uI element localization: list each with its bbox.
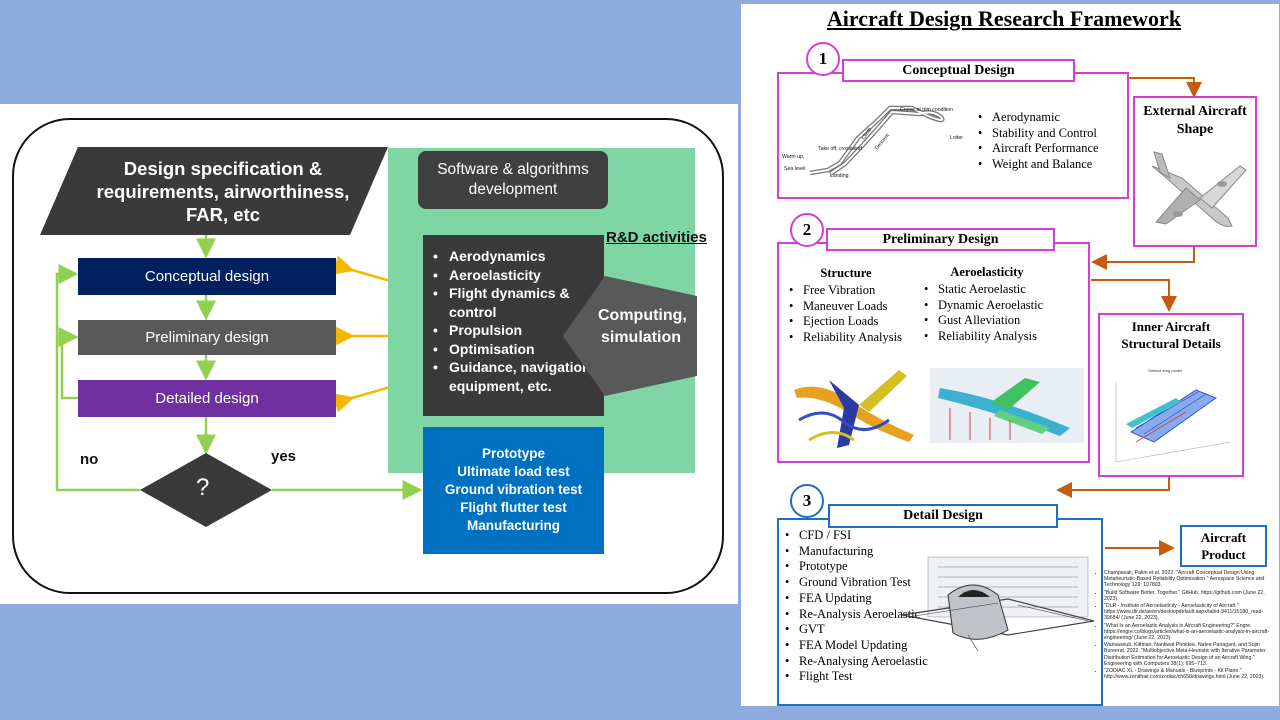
aircraft-product-box: Aircraft Product <box>1180 525 1267 567</box>
loop-detailed-to-preliminary <box>58 327 79 400</box>
reference-item: Wansaseub, Kittinan, Nantiwat Pholdee, N… <box>1104 642 1270 667</box>
activity-label: Propulsion <box>449 322 523 338</box>
activity-item: •Aerodynamics <box>433 248 546 264</box>
conceptual-bullet: Stability and Control <box>978 126 1126 142</box>
detailed-design-box: Detailed design <box>78 380 336 417</box>
loop-no-to-conceptual <box>55 264 140 492</box>
spec-text: Design specification & requirements, air… <box>96 157 350 225</box>
prototype-item: Ground vibration test <box>444 482 583 497</box>
arrow-external-to-preliminary <box>1091 247 1195 270</box>
inner-structure-title: Inner Aircraft Structural Details <box>1121 319 1221 351</box>
aeroelasticity-item: Gust Alleviation <box>924 313 1084 329</box>
yes-label: yes <box>271 448 297 465</box>
aeroelasticity-item: Static Aeroelastic <box>924 282 1084 298</box>
aeroelasticity-list: Static Aeroelastic Dynamic Aeroelastic G… <box>924 282 1084 344</box>
detail-stage-title: Detail Design <box>828 504 1058 528</box>
arrow-preliminary-to-inner <box>1091 279 1177 312</box>
detail-item: GVT <box>785 622 945 638</box>
structure-title: Structure <box>820 266 872 280</box>
framework-title: Aircraft Design Research Framework <box>826 6 1182 31</box>
detail-item: Ground Vibration Test <box>785 575 945 591</box>
references: Champasak, Pakin et al. 2022. "Aircraft … <box>1098 570 1270 681</box>
activity-item: •Optimisation <box>433 340 535 357</box>
detail-item: Re-Analysis Aeroelastic <box>785 607 945 623</box>
vibration-mode-image <box>794 370 914 448</box>
reference-item: "What Is an Aeroelastic Analysis in Airc… <box>1104 623 1270 642</box>
structure-list: Free Vibration Maneuver Loads Ejection L… <box>789 283 919 345</box>
computing-text: Computing, simulation <box>598 307 687 346</box>
activity-label: Aerodynamics <box>449 248 546 264</box>
structure-item: Free Vibration <box>789 283 919 299</box>
mission-label-descent: Descent <box>874 132 891 151</box>
aeroelastic-analysis-image <box>930 368 1084 443</box>
reference-item: "DLR - Institute of Aeroelasticity - Aer… <box>1104 603 1270 622</box>
computing-arrow-shape <box>563 276 697 396</box>
aeroelasticity-item: Dynamic Aeroelastic <box>924 298 1084 314</box>
detail-list: CFD / FSI Manufacturing Prototype Ground… <box>785 528 945 685</box>
activity-label: Optimisation <box>449 340 535 357</box>
detail-item: Re-Analysing Aeroelastic <box>785 654 945 670</box>
inner-structure-box <box>1098 313 1244 477</box>
software-box: Software & algorithms development <box>418 151 608 209</box>
conceptual-stage-box <box>777 72 1129 199</box>
mission-label-loiter: Loiter <box>950 135 963 141</box>
mission-label-takeoff: Take off, crosswind <box>818 146 862 152</box>
decision-label: ? <box>196 474 210 501</box>
mission-label-landing: Landing <box>830 173 849 179</box>
reference-item: Champasak, Pakin et al. 2022. "Aircraft … <box>1104 570 1270 589</box>
mission-label-warmup: Warm up, <box>782 154 804 160</box>
mission-profile-graph: Cruise at trim condition Loiter Climb De… <box>782 105 963 179</box>
arrow-inner-to-detail <box>1056 477 1170 498</box>
conceptual-stage-title: Conceptual Design <box>842 59 1075 82</box>
reference-item: "Build Software Better, Together." GitHu… <box>1104 590 1270 602</box>
activity-label: Guidance, navigation, equipment, etc. <box>449 359 595 394</box>
detail-item: FEA Model Updating <box>785 638 945 654</box>
spec-parallelogram <box>40 147 388 235</box>
aeroelasticity-title: Aeroelasticity <box>950 265 1024 279</box>
prototype-box: Prototype Ultimate load test Ground vibr… <box>423 427 604 554</box>
prototype-item: Flight flutter test <box>460 500 567 515</box>
detail-item: Flight Test <box>785 669 945 685</box>
detail-item: FEA Updating <box>785 591 945 607</box>
decision-diamond <box>140 453 272 527</box>
wing-model-label: Geland wing model <box>1148 368 1182 373</box>
structure-item: Maneuver Loads <box>789 299 919 315</box>
external-shape-title: External Aircraft Shape <box>1143 104 1247 137</box>
mission-label-cruise: Cruise at trim condition <box>900 107 953 113</box>
prototype-item: Ultimate load test <box>457 464 570 479</box>
left-panel-border <box>12 118 724 594</box>
conceptual-bullet: Aerodynamic <box>978 110 1126 126</box>
stage-number-1: 1 <box>806 42 840 76</box>
prototype-item: Manufacturing <box>467 518 560 533</box>
aircraft-blueprint-image <box>901 556 1095 652</box>
detail-item: CFD / FSI <box>785 528 945 544</box>
left-connectors <box>40 147 518 527</box>
activity-item: •Aeroelasticity <box>433 266 541 283</box>
activity-item: •Guidance, navigation, equipment, etc. <box>433 359 595 394</box>
structure-item: Ejection Loads <box>789 314 919 330</box>
conceptual-bullet: Aircraft Performance <box>978 141 1126 157</box>
aeroelasticity-item: Reliability Analysis <box>924 329 1084 345</box>
reference-item: "ZODIAC XL - Drawings & Manuals - Bluepr… <box>1104 668 1270 680</box>
no-label: no <box>80 451 99 468</box>
detail-item: Prototype <box>785 559 945 575</box>
conceptual-bullet: Weight and Balance <box>978 157 1126 173</box>
activity-label: Aeroelasticity <box>449 266 541 283</box>
wing-model-image: Geland wing model <box>1115 368 1232 463</box>
aircraft-3d-image <box>1151 151 1247 227</box>
detail-item: Manufacturing <box>785 544 945 560</box>
stage-number-2: 2 <box>790 213 824 247</box>
rd-activities-label: R&D activities <box>606 229 707 246</box>
conceptual-bullets: Aerodynamic Stability and Control Aircra… <box>978 110 1126 172</box>
stage-number-3: 3 <box>790 484 824 518</box>
preliminary-design-box: Preliminary design <box>78 320 336 355</box>
mission-label-sealevel: Sea level <box>784 166 805 172</box>
activity-item: •Propulsion <box>433 322 523 338</box>
activity-item: •Flight dynamics & control <box>433 285 570 320</box>
conceptual-design-box: Conceptual design <box>78 258 336 295</box>
preliminary-stage-title: Preliminary Design <box>826 228 1055 251</box>
activity-label: Flight dynamics & control <box>449 285 570 320</box>
prototype-item: Prototype <box>481 446 545 461</box>
structure-item: Reliability Analysis <box>789 330 919 346</box>
